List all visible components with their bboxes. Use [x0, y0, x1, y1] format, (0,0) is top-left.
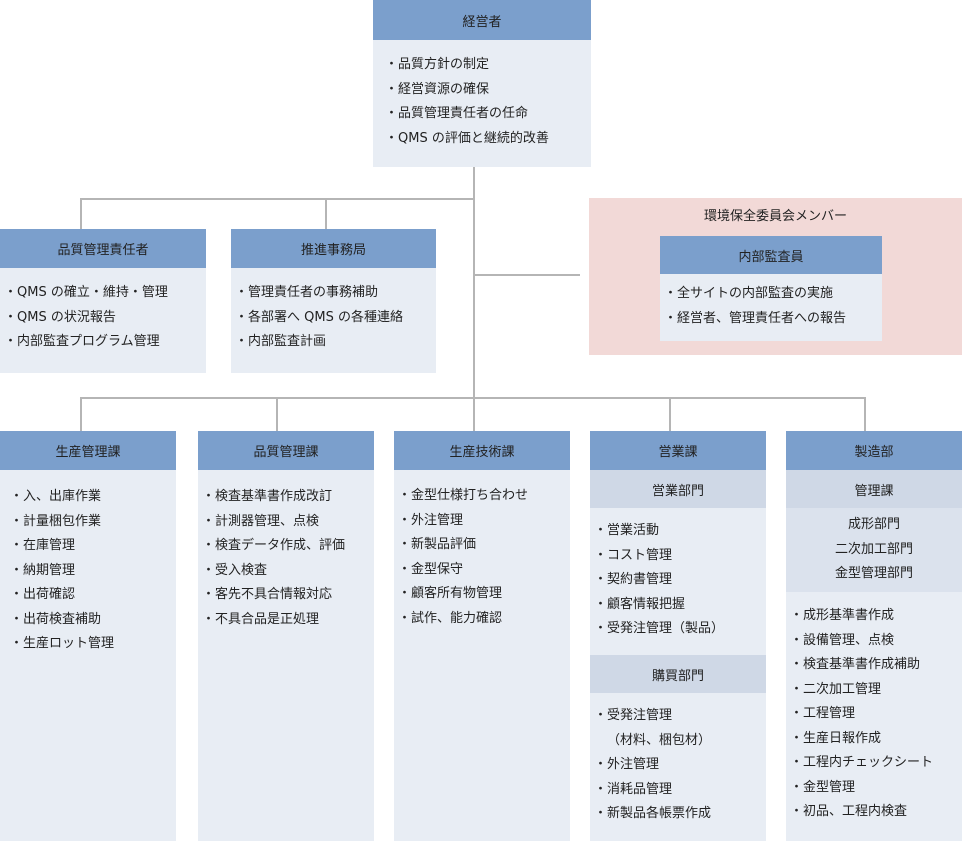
list-item: 内部監査プログラム管理 — [4, 330, 206, 355]
connector-mid-horizontal — [80, 198, 475, 200]
list-item: 金型管理 — [790, 776, 962, 801]
management-section-title: 管理課 — [786, 470, 962, 508]
list-item: 外注管理 — [594, 753, 766, 778]
section-name: 金型管理部門 — [834, 566, 913, 581]
dept-sales-title: 営業課 — [590, 431, 766, 470]
connector-dept-1 — [80, 397, 82, 431]
connector-dept-3 — [473, 397, 475, 431]
list-item: 経営資源の確保 — [385, 78, 591, 103]
top-body: 品質方針の制定 経営資源の確保 品質管理責任者の任命 QMS の評価と継続的改善 — [373, 40, 591, 167]
list-item: QMS の評価と継続的改善 — [385, 127, 591, 152]
list-item: 新製品各帳票作成 — [594, 802, 766, 827]
list-item: 経営者、管理責任者への報告 — [664, 307, 882, 332]
dept-production-engineering-body: 金型仕様打ち合わせ 外注管理 新製品評価 金型保守 顧客所有物管理 試作、能力確… — [394, 470, 570, 841]
section-name: 二次加工部門 — [834, 541, 913, 557]
list-item: 受入検査 — [202, 559, 374, 584]
list-item: 新製品評価 — [398, 533, 570, 558]
list-item: 各部署へ QMS の各種連絡 — [235, 306, 436, 331]
top-title: 経営者 — [373, 0, 591, 40]
list-item: （材料、梱包材） — [607, 732, 712, 748]
connector-dept-4 — [669, 397, 671, 431]
manufacturing-sections-panel: 成形部門 二次加工部門 金型管理部門 — [786, 508, 962, 592]
connector-dept-5 — [864, 397, 866, 431]
purchasing-section-title: 購買部門 — [590, 655, 766, 693]
list-item: 成形基準書作成 — [790, 604, 962, 629]
list-item: 検査基準書作成補助 — [790, 653, 962, 678]
dept-production-control-title: 生産管理課 — [0, 431, 176, 470]
list-item: 営業活動 — [594, 519, 766, 544]
list-item: QMS の確立・維持・管理 — [4, 281, 206, 306]
list-item: 契約書管理 — [594, 568, 766, 593]
list-item: QMS の状況報告 — [4, 306, 206, 331]
list-item: 試作、能力確認 — [398, 607, 570, 632]
list-item: 受発注管理（製品） — [594, 617, 766, 642]
connector-qm-rep — [80, 198, 82, 229]
list-item: 納期管理 — [10, 559, 176, 584]
list-item: 二次加工管理 — [790, 678, 962, 703]
connector-env — [473, 274, 580, 276]
list-item: 生産日報作成 — [790, 727, 962, 752]
list-item: 工程管理 — [790, 702, 962, 727]
internal-auditor-body: 全サイトの内部監査の実施 経営者、管理責任者への報告 — [660, 274, 882, 341]
list-item: 計量梱包作業 — [10, 510, 176, 535]
list-item: 計測器管理、点検 — [202, 510, 374, 535]
list-item: 検査データ作成、評価 — [202, 534, 374, 559]
connector-office — [325, 198, 327, 229]
list-item: 外注管理 — [398, 509, 570, 534]
list-item: 設備管理、点検 — [790, 629, 962, 654]
qm-rep-title: 品質管理責任者 — [0, 229, 206, 268]
purchasing-section-list: 受発注管理 （材料、梱包材） 外注管理 消耗品管理 新製品各帳票作成 — [594, 704, 766, 827]
list-item: 初品、工程内検査 — [790, 800, 962, 825]
list-item: 内部監査計画 — [235, 330, 436, 355]
list-item: 金型保守 — [398, 558, 570, 583]
connector-dept-2 — [276, 397, 278, 431]
sales-section-list: 営業活動 コスト管理 契約書管理 顧客情報把握 受発注管理（製品） — [594, 519, 766, 642]
office-body: 管理責任者の事務補助 各部署へ QMS の各種連絡 内部監査計画 — [231, 268, 436, 373]
dept-quality-control-body: 検査基準書作成改訂 計測器管理、点検 検査データ作成、評価 受入検査 客先不具合… — [198, 470, 374, 841]
list-item: 検査基準書作成改訂 — [202, 485, 374, 510]
dept-production-control-body: 入、出庫作業 計量梱包作業 在庫管理 納期管理 出荷確認 出荷検査補助 生産ロッ… — [0, 470, 176, 841]
sales-section-title: 営業部門 — [590, 470, 766, 508]
list-item: 客先不具合情報対応 — [202, 583, 374, 608]
list-item: 全サイトの内部監査の実施 — [664, 282, 882, 307]
list-item: 出荷確認 — [10, 583, 176, 608]
list-item: 消耗品管理 — [594, 778, 766, 803]
list-item: 顧客所有物管理 — [398, 582, 570, 607]
list-item: 金型仕様打ち合わせ — [398, 484, 570, 509]
dept-quality-control-title: 品質管理課 — [198, 431, 374, 470]
list-item: 顧客情報把握 — [594, 593, 766, 618]
list-item: 不具合品是正処理 — [202, 608, 374, 633]
list-item: 出荷検査補助 — [10, 608, 176, 633]
list-item: 受発注管理 — [594, 704, 766, 729]
internal-auditor-title: 内部監査員 — [660, 236, 882, 274]
list-item: 管理責任者の事務補助 — [235, 281, 436, 306]
section-name: 成形部門 — [847, 517, 900, 532]
list-item: 入、出庫作業 — [10, 485, 176, 510]
list-item: 品質管理責任者の任命 — [385, 102, 591, 127]
connector-trunk — [473, 167, 475, 399]
list-item: 在庫管理 — [10, 534, 176, 559]
qm-rep-body: QMS の確立・維持・管理 QMS の状況報告 内部監査プログラム管理 — [0, 268, 206, 373]
list-item: 品質方針の制定 — [385, 53, 591, 78]
list-item: コスト管理 — [594, 544, 766, 569]
dept-manufacturing-title: 製造部 — [786, 431, 962, 470]
manufacturing-list: 成形基準書作成 設備管理、点検 検査基準書作成補助 二次加工管理 工程管理 生産… — [790, 604, 962, 825]
list-item: 生産ロット管理 — [10, 632, 176, 657]
list-item: 工程内チェックシート — [790, 751, 962, 776]
office-title: 推進事務局 — [231, 229, 436, 268]
env-committee-label: 環境保全委員会メンバー — [703, 209, 847, 224]
dept-production-engineering-title: 生産技術課 — [394, 431, 570, 470]
